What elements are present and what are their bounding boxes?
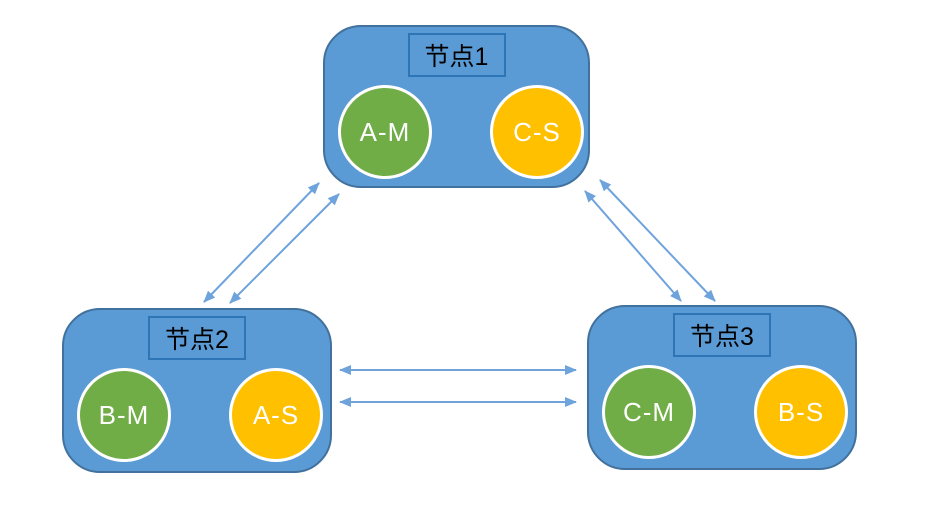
node-1-title: 节点1 <box>424 43 489 71</box>
node-2-slave-label: A-S <box>252 399 300 430</box>
node-2: 节点2 B-M A-S <box>62 308 332 473</box>
node-3-title: 节点3 <box>690 323 754 351</box>
node-2-master-circle: B-M <box>77 368 171 462</box>
node-2-master-label: B-M <box>98 399 150 430</box>
node-2-slave-circle: A-S <box>229 368 323 462</box>
node-2-title-box: 节点2 <box>148 316 246 360</box>
node-1-master-label: A-M <box>359 116 411 147</box>
node-3-master-label: C-M <box>622 396 676 427</box>
node-1-slave-circle: C-S <box>490 85 584 179</box>
arrow-node1-node2-a <box>203 182 320 303</box>
node-1-title-box: 节点1 <box>407 33 506 77</box>
node-2-title: 节点2 <box>165 326 229 354</box>
node-1: 节点1 A-M C-S <box>323 25 590 188</box>
arrow-node1-node3-b <box>599 179 716 302</box>
node-3-slave-label: B-S <box>777 396 825 427</box>
node-3: 节点3 C-M B-S <box>587 305 857 470</box>
arrow-node1-node2-b <box>229 193 340 304</box>
node-3-slave-circle: B-S <box>754 365 848 459</box>
node-1-master-circle: A-M <box>338 85 432 179</box>
node-1-slave-label: C-S <box>513 116 561 147</box>
arrow-node1-node3-a <box>584 190 682 302</box>
node-3-title-box: 节点3 <box>673 313 771 357</box>
node-3-master-circle: C-M <box>602 365 696 459</box>
